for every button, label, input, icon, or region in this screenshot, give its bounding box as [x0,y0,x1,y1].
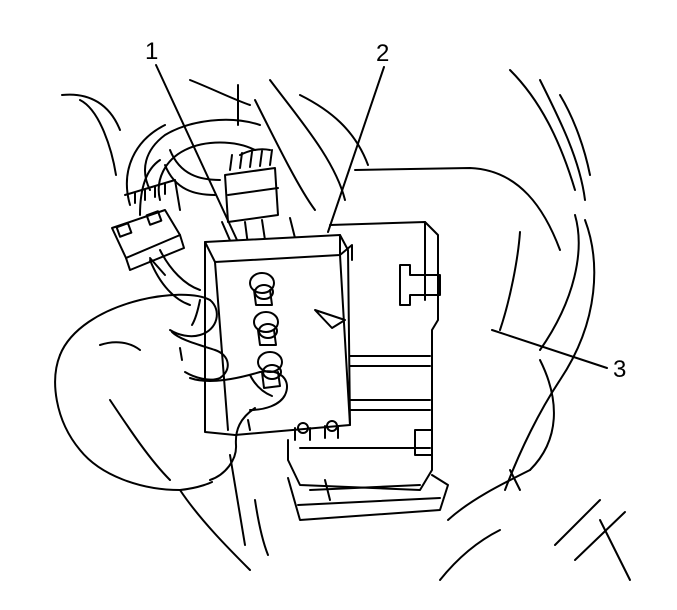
module-bracket [205,235,352,440]
callout-2: 2 [376,40,390,67]
callout-1: 1 [145,38,159,65]
leader-line-2 [328,67,384,232]
hand [55,295,287,490]
leader-line-1 [156,65,237,240]
wiring-harness [127,120,270,305]
bracket-fasteners [250,273,282,388]
left-connector [112,180,184,275]
callout-leaders [156,65,607,368]
module-housing [288,222,448,520]
callout-3: 3 [613,356,627,383]
leader-line-3 [492,330,607,368]
vehicle-body-outline [62,70,630,580]
